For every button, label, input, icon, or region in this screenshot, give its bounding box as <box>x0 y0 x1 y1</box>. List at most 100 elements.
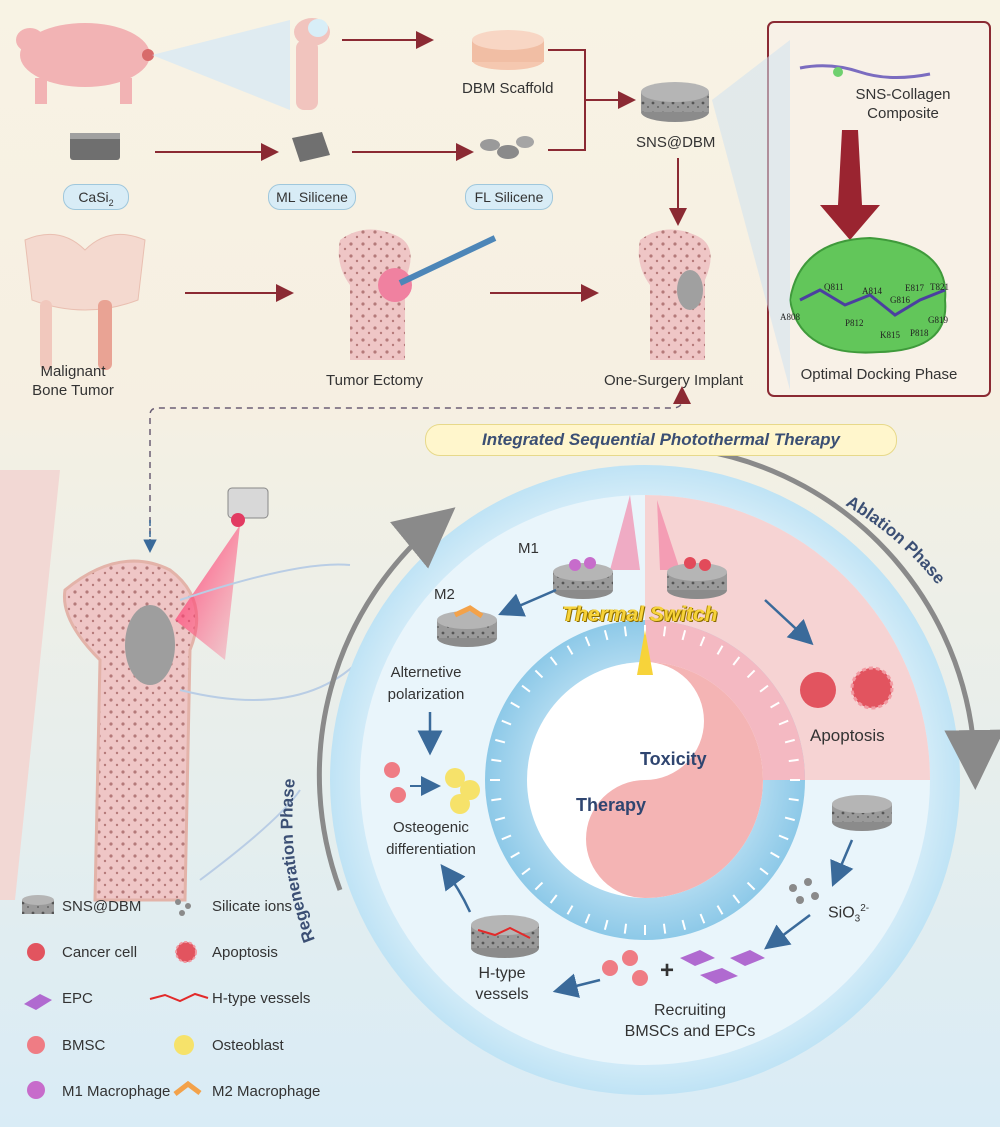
residue-g819: G819 <box>928 315 948 325</box>
tick-mark <box>681 630 687 641</box>
tick-mark <box>584 636 591 647</box>
apoptosis-label: Apoptosis <box>810 726 885 745</box>
osteogenic-label-2: differentiation <box>386 841 476 858</box>
pig-icon <box>16 23 154 104</box>
residue-p818: P818 <box>910 328 929 338</box>
legend-osteoblast-icon <box>174 1035 194 1055</box>
legend-epc-icon <box>24 994 52 1010</box>
legend-sns-dbm-icon <box>22 895 54 914</box>
tick-mark <box>534 669 544 679</box>
tick-mark <box>699 913 706 924</box>
docking-arrow-icon <box>820 130 880 240</box>
composite-label-2: Composite <box>867 105 939 122</box>
htype-label-2: vessels <box>475 986 529 1003</box>
tick-mark <box>788 797 799 802</box>
tick-mark <box>662 923 667 934</box>
tick-mark <box>603 630 609 641</box>
pelvis-icon <box>24 233 146 370</box>
legend-m2-icon <box>173 1080 202 1096</box>
residue-p812: P812 <box>845 318 864 328</box>
dbm-scaffold-label: DBM Scaffold <box>462 80 554 97</box>
legend-bmsc-icon <box>27 1036 45 1054</box>
malignant-label-1: Malignant <box>40 363 106 380</box>
tumor-ectomy-bone-icon <box>338 229 497 360</box>
osteogenic-cells-icon <box>384 762 480 814</box>
legend-epc: EPC <box>62 990 93 1007</box>
tick-mark <box>495 738 506 744</box>
ablation-disk-icon <box>657 500 727 599</box>
tick-mark <box>521 867 531 876</box>
m2-disk-icon <box>437 605 497 647</box>
htype-label-1: H-type <box>478 965 526 982</box>
tick-mark <box>549 656 558 666</box>
casi2-pill: CaSi2 <box>63 184 129 210</box>
collagen-strand-icon <box>799 64 931 80</box>
tick-mark <box>784 816 795 822</box>
tick-mark <box>662 626 667 637</box>
m1-label: M1 <box>518 540 539 557</box>
tick-mark <box>584 913 591 924</box>
residue-k815: K815 <box>880 330 900 340</box>
tick-mark <box>770 851 780 859</box>
silicate-ions-icon <box>789 878 819 904</box>
residue-g816: G816 <box>890 295 910 305</box>
docking-phase-label: Optimal Docking Phase <box>800 366 958 383</box>
legend-silicate-ions: Silicate ions <box>212 898 293 915</box>
tick-mark <box>788 758 799 763</box>
tick-mark <box>699 636 706 647</box>
sns-dbm-label: SNS@DBM <box>636 134 716 151</box>
tumor-ectomy-label: Tumor Ectomy <box>326 372 423 389</box>
dbm-scaffold-icon <box>472 30 544 70</box>
tick-mark <box>716 645 724 655</box>
alt-polarization-label-2: polarization <box>387 686 465 703</box>
tick-mark <box>510 851 520 859</box>
yin-yang-icon <box>527 662 763 898</box>
legend-m1-icon <box>27 1081 45 1099</box>
fl-silicene-icon <box>480 136 534 159</box>
laser-beam-icon <box>175 525 240 660</box>
recruiting-cells-icon: + <box>602 950 765 986</box>
residue-q811: Q811 <box>824 282 844 292</box>
casi2-block-icon <box>70 133 120 160</box>
tick-mark <box>491 758 502 763</box>
legend-silicate-icon <box>175 899 191 916</box>
tick-mark <box>623 626 628 637</box>
therapy-banner: Integrated Sequential Photothermal Thera… <box>425 424 897 456</box>
tick-mark <box>716 905 724 915</box>
ml-silicene-pill: ML Silicene <box>268 184 356 210</box>
tick-mark <box>746 881 756 891</box>
implant-bone-icon <box>638 229 711 360</box>
legend-cancer-cell: Cancer cell <box>62 944 138 961</box>
tick-mark <box>491 797 502 802</box>
thermal-switch-label: Thermal Switch <box>562 603 718 626</box>
sns-dbm-disk-icon <box>641 82 709 122</box>
tick-mark <box>732 894 741 904</box>
tick-mark <box>759 867 769 876</box>
femur-bone-icon <box>294 18 330 110</box>
docking-molecule-icon <box>788 236 947 354</box>
legend-apoptosis-icon <box>175 941 197 963</box>
legend-bmsc: BMSC <box>62 1037 106 1054</box>
residue-a814: A814 <box>862 286 882 296</box>
scaffold-disk-right-icon <box>832 795 892 831</box>
tick-mark <box>549 894 558 904</box>
tick-mark <box>778 719 789 726</box>
recruiting-label-2: BMSCs and EPCs <box>624 1023 756 1040</box>
therapy-label: Therapy <box>576 795 647 815</box>
tick-mark <box>534 881 544 891</box>
tick-mark <box>732 656 741 666</box>
tick-ring <box>490 625 800 935</box>
legend-cancer-cell-icon <box>27 943 45 961</box>
tick-mark <box>566 905 574 915</box>
fl-silicene-pill: FL Silicene <box>465 184 553 210</box>
tick-mark <box>784 738 795 744</box>
legend-m2-macrophage: M2 Macrophage <box>212 1083 321 1100</box>
tick-mark <box>746 669 756 679</box>
leg-bone-icon <box>0 470 199 902</box>
tick-mark <box>521 684 531 693</box>
sio3-label: SiO32- <box>828 903 870 925</box>
tick-mark <box>778 834 789 841</box>
m1-disk-icon <box>553 495 640 599</box>
h-type-vessel-disk-icon <box>471 915 539 958</box>
laser-device-icon <box>227 487 269 527</box>
